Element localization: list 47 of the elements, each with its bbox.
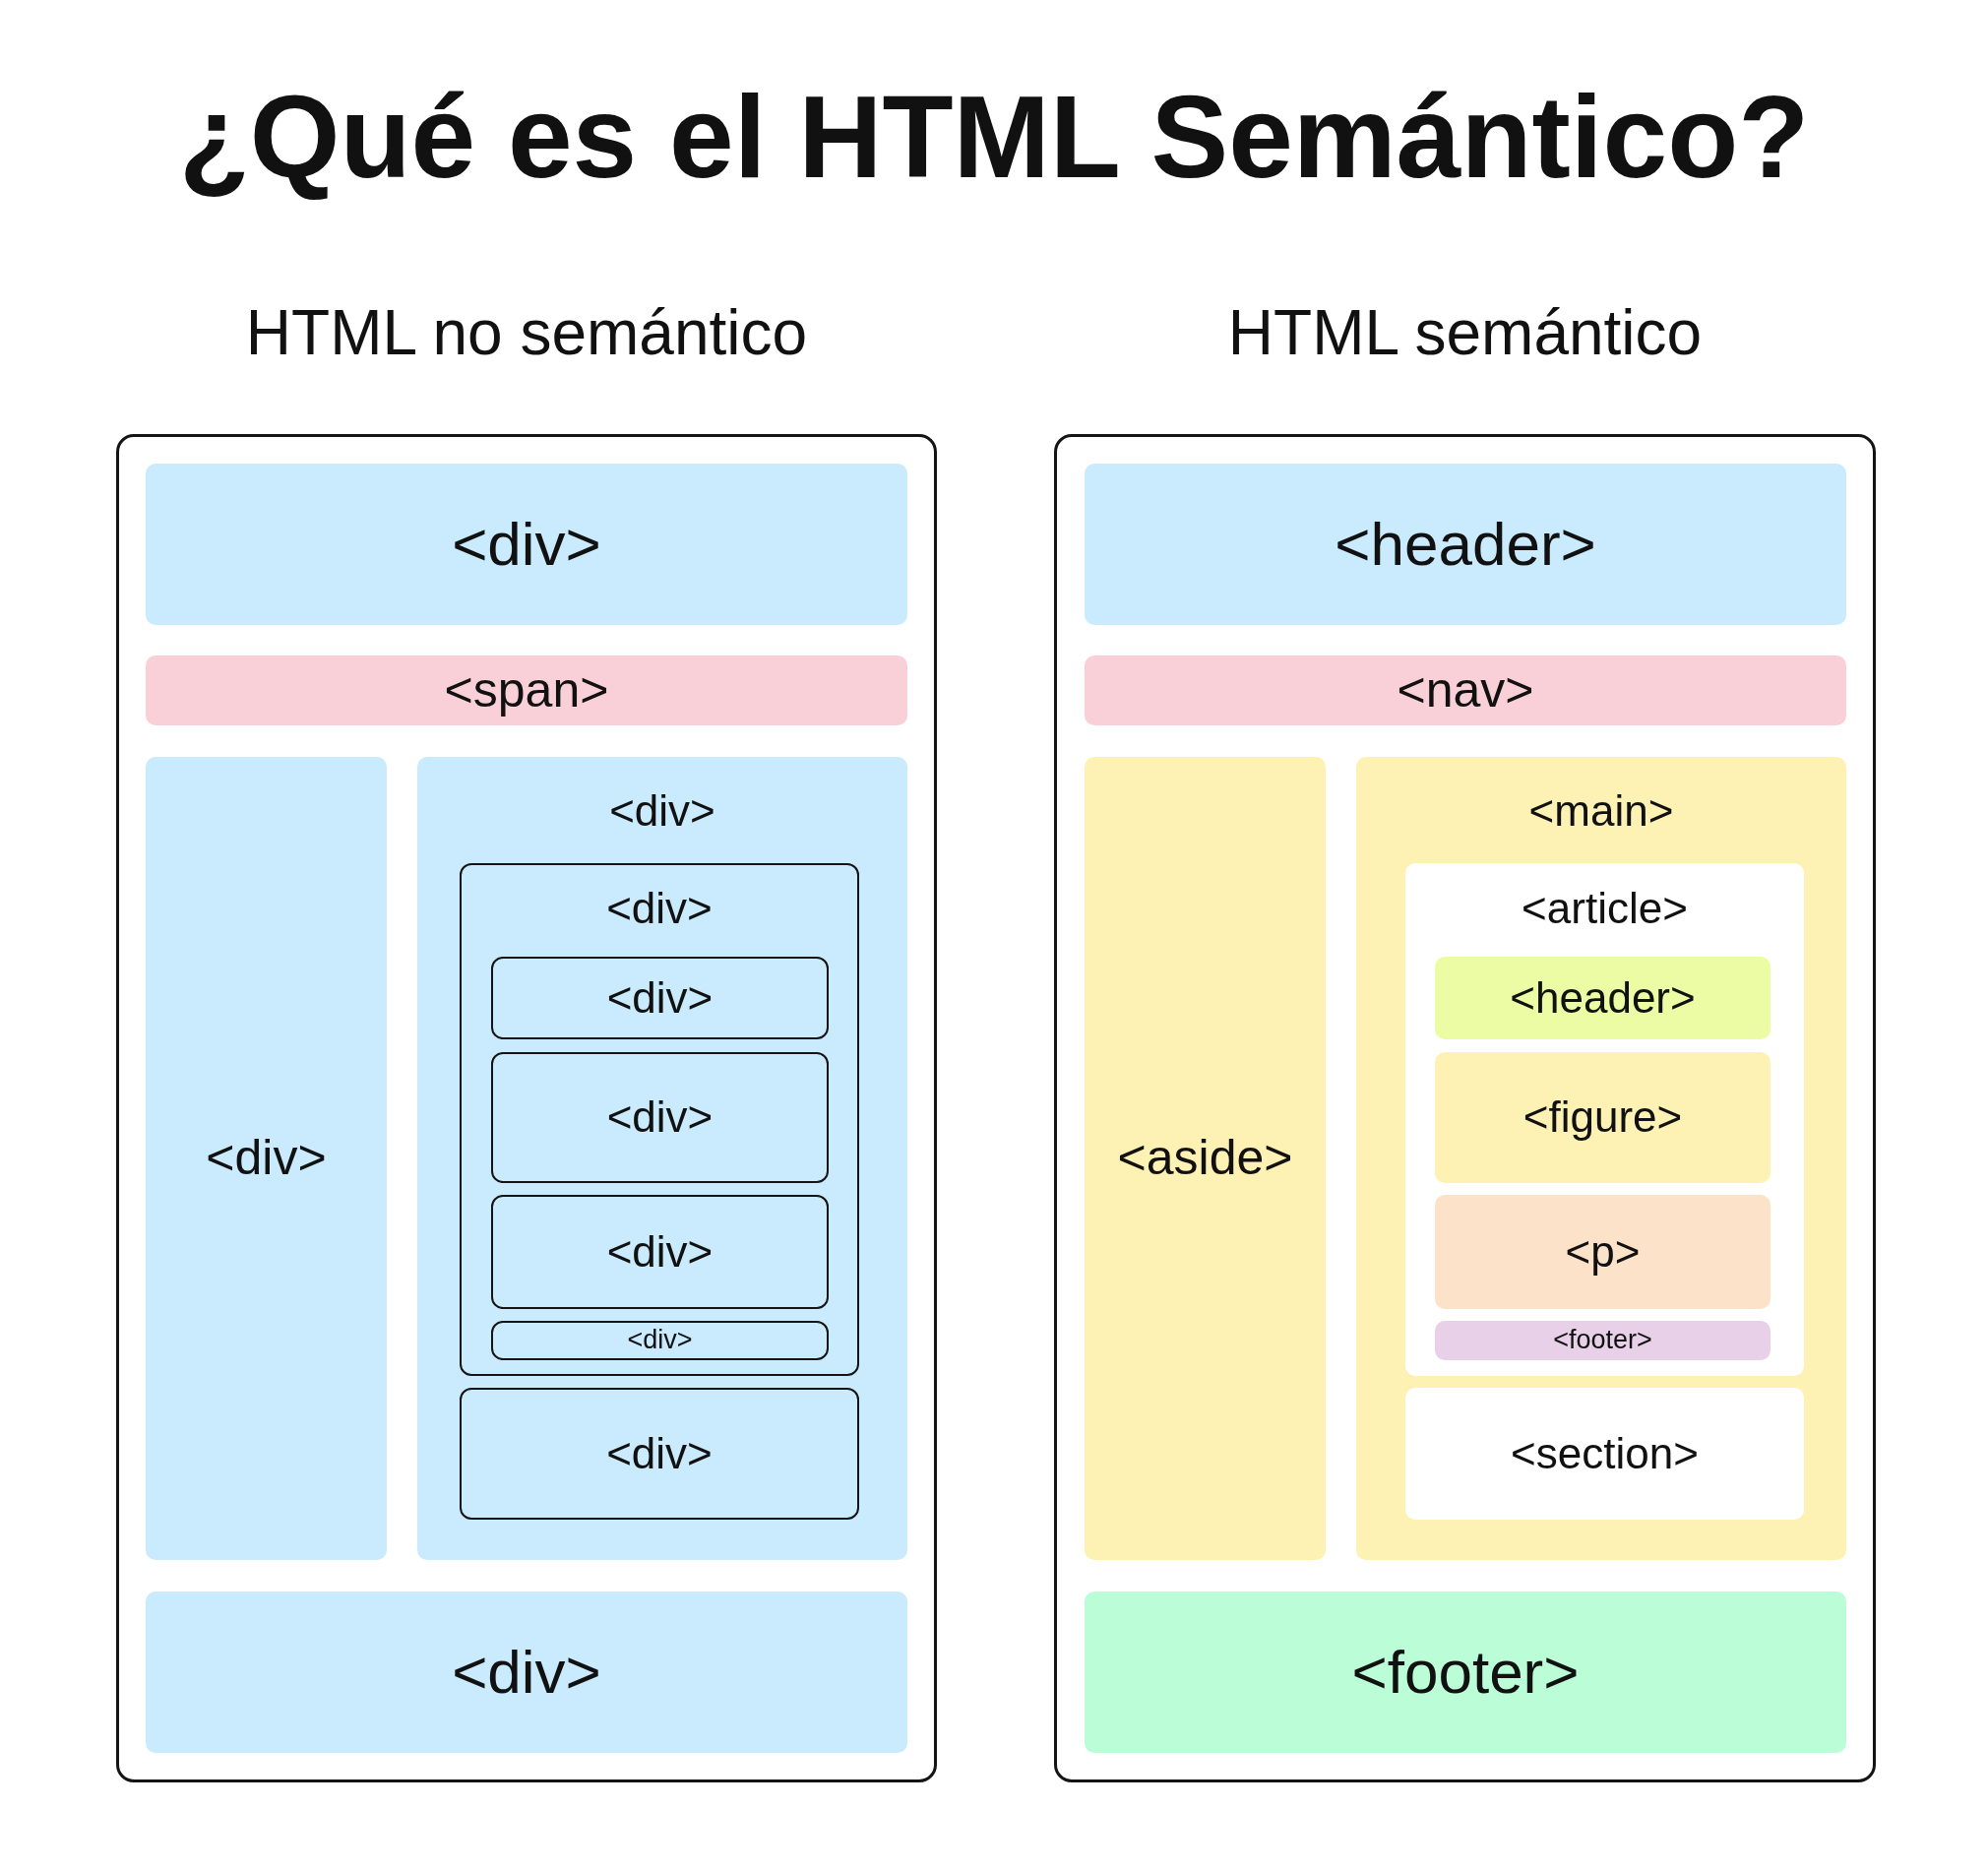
panel-heading: HTML semántico: [1227, 297, 1703, 370]
layout-block: [1085, 1591, 1846, 1753]
tag-label: <figure>: [1522, 1092, 1683, 1143]
tag-label: <header>: [1510, 972, 1696, 1024]
tag-label: <div>: [606, 1092, 714, 1143]
layout-block: [1435, 1052, 1771, 1183]
outlined-block: [491, 1195, 829, 1309]
tag-label: <div>: [609, 786, 715, 837]
layout-block: [1405, 1388, 1804, 1520]
layout-block: [1085, 757, 1326, 1560]
tag-label: <div>: [606, 1428, 713, 1479]
layout-block: [1435, 957, 1771, 1039]
tag-label: <footer>: [1351, 1637, 1580, 1708]
outlined-block: [460, 863, 859, 1376]
layout-block: [1405, 863, 1804, 1376]
tag-label: <div>: [606, 972, 714, 1024]
layout-block: [1435, 1321, 1771, 1360]
layout-block: [146, 464, 907, 625]
tag-label: <div>: [606, 884, 713, 934]
tag-label: <article>: [1522, 884, 1688, 934]
tag-label: <nav>: [1397, 661, 1534, 719]
tag-label: <div>: [606, 1226, 714, 1278]
layout-block: [146, 655, 907, 725]
layout-block: [146, 757, 387, 1560]
tag-label: <div>: [452, 509, 601, 580]
outlined-block: [491, 1321, 829, 1360]
tag-label: <main>: [1528, 786, 1674, 837]
panel-heading: HTML no semántico: [245, 297, 808, 370]
outlined-block: [460, 1388, 859, 1520]
tag-label: <p>: [1565, 1226, 1641, 1278]
outlined-block: [491, 1052, 829, 1183]
outlined-block: [491, 957, 829, 1039]
tag-label: <header>: [1335, 509, 1596, 580]
layout-block: [417, 757, 907, 1560]
layout-block: [1085, 464, 1846, 625]
layout-block: [1085, 655, 1846, 725]
layout-block: [146, 1591, 907, 1753]
tag-label: <span>: [444, 661, 609, 719]
layout-block: [1356, 757, 1846, 1560]
page-title: ¿Qué es el HTML Semántico?: [178, 71, 1810, 204]
tag-label: <div>: [452, 1637, 601, 1708]
tag-label: <div>: [627, 1325, 693, 1356]
tag-label: <footer>: [1553, 1325, 1652, 1356]
tag-label: <aside>: [1117, 1130, 1293, 1187]
tag-label: <section>: [1511, 1428, 1699, 1479]
tag-label: <div>: [206, 1130, 327, 1187]
layout-block: [1435, 1195, 1771, 1309]
